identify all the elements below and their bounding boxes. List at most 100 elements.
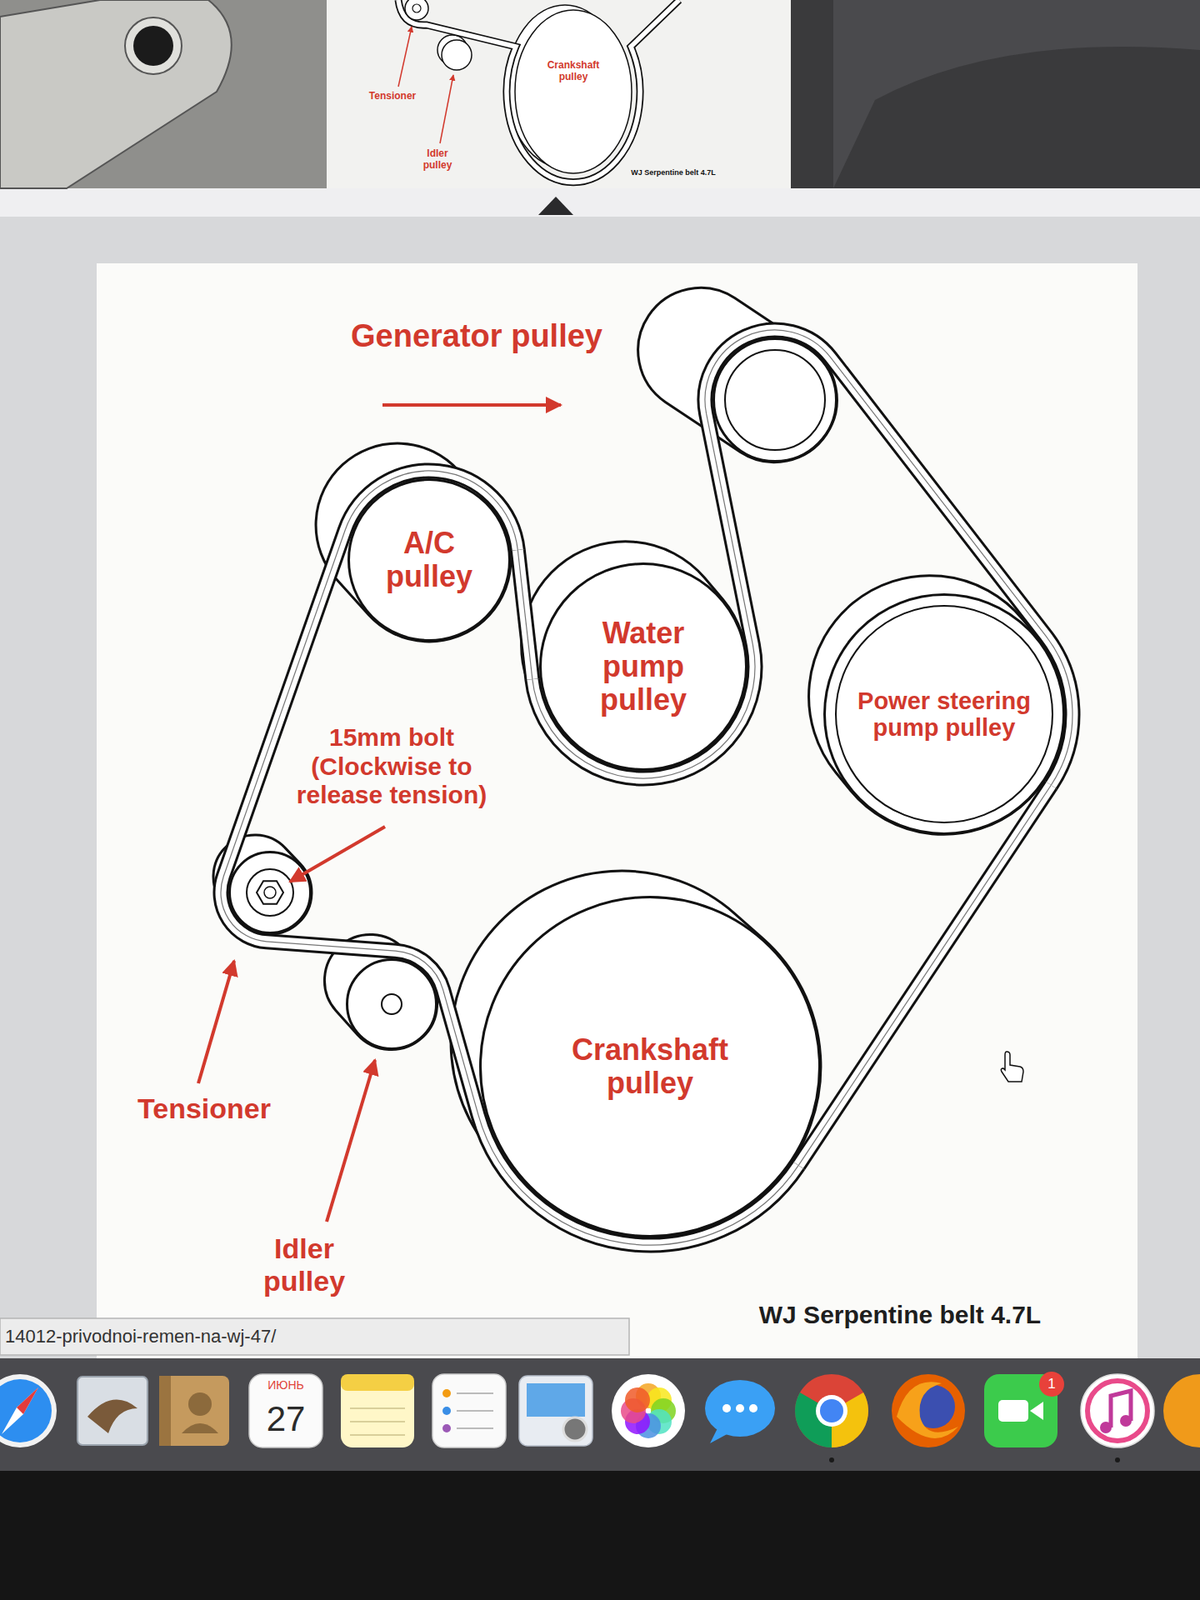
pulley-body: [638, 287, 838, 462]
notes-icon: [350, 1407, 405, 1410]
app-icon: [1163, 1374, 1200, 1448]
itunes-icon: [1110, 1390, 1131, 1428]
messages-icon: [749, 1404, 758, 1413]
pulley-body: [213, 287, 1065, 1237]
firefox-icon: [891, 1374, 965, 1448]
thumbnail-diagram: [398, 0, 680, 183]
dock: [0, 1358, 1200, 1600]
serpentine-belt: [220, 330, 1073, 1245]
pulley-face: [347, 960, 437, 1050]
safari-icon: [0, 1374, 57, 1448]
mail-icon: [87, 1400, 138, 1434]
belt-run-outline: [798, 785, 1051, 1165]
firefox-icon: [896, 1381, 959, 1439]
itunes-icon: [1100, 1421, 1112, 1434]
left-thumbnail: [0, 0, 327, 189]
safari-icon: [1, 1387, 39, 1435]
dock: [0, 1470, 1200, 1600]
preview-icon: [519, 1375, 593, 1446]
firefox-icon: [891, 1374, 965, 1448]
thumbnail-diagram: [326, 0, 791, 189]
pulley-name: Crankshaft pulley: [554, 1033, 746, 1101]
thumbnail-diagram: [441, 40, 472, 70]
thumbnail-label: Crankshaft pulley: [541, 60, 605, 84]
preview-icon: [526, 1383, 585, 1417]
notes-icon: [340, 1374, 415, 1448]
safari-icon: [0, 1379, 52, 1443]
belt-run-band: [798, 785, 1051, 1165]
belt-rib: [220, 330, 1073, 1245]
part-label: Idler pulley: [255, 1232, 354, 1298]
contacts-icon: [159, 1375, 171, 1446]
thumbnail-caption: WJ Serpentine belt 4.7L: [630, 168, 716, 177]
notes-icon: [350, 1434, 405, 1436]
photos-icon: [625, 1387, 650, 1413]
pulley-rim: [540, 564, 747, 770]
pulley-text-stack: Crankshaft pulley: [479, 895, 821, 1238]
part-label: Generator pulley: [350, 318, 603, 355]
facetime-icon: [1030, 1401, 1044, 1420]
leader-arrow: [326, 1060, 375, 1222]
notes-icon: [340, 1374, 415, 1391]
calendar-day: 27: [250, 1399, 321, 1440]
facetime-icon: [1039, 1371, 1065, 1397]
messages-icon: [705, 1380, 775, 1444]
itunes-icon: [1080, 1374, 1155, 1448]
status-bar: [0, 1318, 630, 1355]
leader-arrow: [290, 826, 385, 882]
pulley-text-stack: A/C pulley: [347, 478, 511, 642]
preview-icon: [519, 1375, 593, 1446]
belt-run-outline: [517, 550, 533, 680]
chrome-icon: [829, 1457, 835, 1463]
pulley-rim: [825, 595, 1065, 835]
contacts-icon: [181, 1423, 219, 1434]
pulley-node: Water pump pulley: [539, 562, 748, 771]
mouse-cursor: [1000, 1051, 1024, 1082]
chrome-icon: [795, 1374, 869, 1448]
pulley-rim: [349, 480, 510, 641]
pulley-face: [714, 339, 837, 462]
preview-icon: [563, 1417, 587, 1441]
tensioner-washer: [246, 869, 294, 916]
messages-icon: [735, 1404, 745, 1413]
messages-icon: [710, 1426, 732, 1444]
reminders-icon: [456, 1392, 494, 1395]
calendar-icon: [249, 1374, 323, 1448]
belt-band: [220, 330, 1073, 1245]
reminders-icon: [432, 1374, 506, 1448]
belt-run-rib: [798, 785, 1051, 1165]
belt-run-band: [517, 550, 533, 680]
contacts-icon: [159, 1375, 230, 1446]
safari-icon: [16, 1387, 39, 1415]
belt-run: [517, 550, 533, 680]
pulley-text-stack: Power steering pump pulley: [823, 593, 1065, 835]
leader-arrow: [198, 960, 235, 1084]
facetime-icon: [984, 1371, 1065, 1448]
diagram-panel: [96, 263, 1138, 1363]
thumbnail-diagram: [405, 0, 429, 20]
reminders-icon: [442, 1406, 451, 1415]
reminders-icon: [442, 1424, 451, 1433]
part-label: Tensioner: [137, 1092, 271, 1125]
pulley-name: Power steering pump pulley: [844, 687, 1045, 742]
left-thumbnail: [0, 0, 327, 189]
chrome-icon: [815, 1395, 848, 1427]
url-text: 14012-privodnoi-remen-na-wj-47/: [5, 1325, 276, 1347]
mouse-cursor: [1000, 1051, 1024, 1082]
diagram-panel: [96, 263, 1138, 1363]
itunes-icon: [1115, 1457, 1120, 1463]
right-thumbnail: [833, 0, 1200, 189]
photos-icon: [611, 1374, 685, 1448]
tensioner-bolt: [264, 886, 276, 899]
messages-icon: [705, 1380, 775, 1437]
belt-run-rib: [517, 550, 533, 680]
thumbnail-label: Tensioner: [362, 90, 423, 103]
right-thumbnail: [790, 0, 1200, 189]
chrome-icon: [795, 1374, 869, 1463]
pulley-name: Water pump pulley: [580, 616, 706, 718]
thumbnail-label: Idler pulley: [418, 148, 457, 172]
idler-hub: [381, 994, 402, 1015]
chrome-icon: [820, 1399, 844, 1423]
